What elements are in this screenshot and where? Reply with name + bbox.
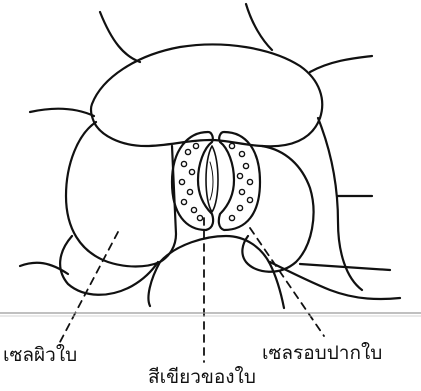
label-guard-cell: เซลรอบปากใบ [262,344,382,363]
guard-cell-left [172,132,213,230]
pore-inner [210,162,213,200]
chloroplast-dot [179,179,184,184]
chloroplast-dot [181,199,186,204]
right-cell [242,146,313,272]
chloroplast-dot [187,189,192,194]
cell-wall-top-left [100,12,140,62]
chloroplast-dot [239,151,244,156]
chloroplast-dot [191,207,196,212]
cell-wall-left-upper [30,109,94,116]
chloroplast-dot [239,189,244,194]
cell-wall-top-right [246,4,272,50]
chloroplast-dot [185,149,190,154]
chloroplast-dot [247,197,252,202]
cell-wall-right-upper [310,56,372,72]
cell-wall-right [318,118,362,290]
chloroplast-dot [229,215,234,220]
chloroplast-dot [247,179,252,184]
stoma-pore [206,146,218,212]
chloroplast-dot [193,143,198,148]
chloroplast-dot [243,163,248,168]
chloroplast-dot [197,215,202,220]
chloroplast-dot [181,161,186,166]
leader-lines [60,218,324,362]
guard-cell-right [219,132,260,230]
chloroplast-dot [237,173,242,178]
chloroplast-dot [229,143,234,148]
chloroplast-dot [237,205,242,210]
left-cell [66,122,176,267]
label-epidermal-cell: เซลผิวใบ [3,346,77,365]
chloroplast-dot [189,169,194,174]
label-chloroplast: สีเขียวของใบ [148,368,256,387]
leader-epidermal [60,232,118,342]
stoma [172,132,260,230]
